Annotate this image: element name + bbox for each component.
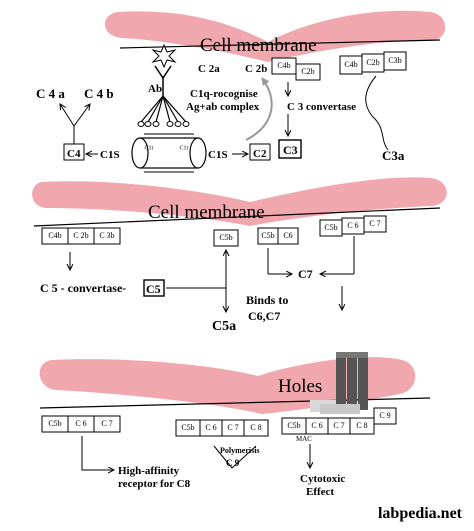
right-boxes-p3	[281, 407, 397, 435]
c2a-label: C 2a	[198, 63, 220, 75]
c4a-label: C 4 a	[36, 86, 65, 101]
c7-box-p2c-label: C 7	[369, 219, 380, 228]
c3b-box-label: C3b	[388, 56, 401, 65]
right-box-label-2: C 7	[333, 421, 344, 430]
c4b-free-label: C 4 b	[84, 86, 114, 101]
c6-box-p2c-label: C 6	[347, 221, 358, 230]
mid-box-label-1: C 6	[205, 423, 216, 432]
c3b-box-p2-label: C 3b	[99, 231, 114, 240]
polymerisis-chevron	[213, 445, 257, 469]
c1s-left-label: C1S	[100, 149, 120, 161]
c9-poly-label: C 9	[226, 458, 240, 468]
mid-box-label-0: C5b	[181, 423, 194, 432]
high-affinity-label-2: receptor for C8	[118, 478, 191, 490]
c2-cleavage-arrow	[245, 77, 273, 141]
left-box-label-1: C 6	[75, 419, 86, 428]
c5b-box-p2b-label: C5b	[261, 231, 274, 240]
site-watermark: labpedia.net	[368, 503, 472, 525]
cytotoxic-label-2: Effect	[306, 486, 334, 498]
c7-free-label: C7	[298, 267, 313, 281]
c1q-recognise-label: C1q-rocognise	[190, 88, 258, 100]
c2b-label: C 2b	[245, 63, 267, 75]
membrane-band-2	[32, 177, 447, 226]
holes-label: Holes	[278, 376, 322, 397]
c4-box-label: C4	[67, 148, 81, 160]
c3a-curve	[365, 75, 389, 151]
c5b-box-p2	[213, 229, 239, 247]
ag-ab-complex-label: Ag+ab complex	[186, 101, 260, 113]
mac-pore	[310, 352, 368, 414]
c2b-box-1-label: C2b	[301, 67, 314, 76]
c4b-box-p2-label: C4b	[48, 231, 61, 240]
c1q-heads	[137, 121, 190, 127]
left-boxes-p3	[41, 415, 121, 433]
c3-convertase-label: C 3 convertase	[287, 101, 356, 113]
c1r-label-right: C1r	[180, 145, 189, 151]
cytotoxic-label-1: Cytotoxic	[300, 473, 345, 485]
c2-box-label: C2	[253, 148, 267, 160]
mid-box-label-2: C 7	[227, 423, 238, 432]
mac-label: MAC	[296, 435, 312, 443]
binds-to-label-1: Binds to	[246, 293, 288, 307]
c5a-label: C5a	[212, 319, 236, 334]
membrane-band-1	[104, 10, 446, 62]
c7-box-p2c	[363, 215, 387, 233]
right-box-label-1: C 6	[311, 421, 322, 430]
right-box-label-3: C 8	[356, 421, 367, 430]
c3a-label: C3a	[382, 148, 405, 163]
mid-boxes-p3	[175, 419, 269, 437]
right-box-label-0: C5b	[287, 421, 300, 430]
left-box-label-2: C 7	[101, 419, 112, 428]
c2b-box-2-label: C2b	[366, 58, 379, 67]
mid-box-label-3: C 8	[250, 423, 261, 432]
c5-convertase-label: C 5 - convertase-	[40, 281, 126, 295]
polymerisis-label: Polymerisis	[220, 446, 260, 455]
c4b-box-2-label: C4b	[344, 60, 357, 69]
c9-box-label: C 9	[379, 411, 390, 420]
c3b-box	[383, 51, 407, 71]
c4-to-c4a-arrow	[60, 104, 75, 127]
membrane-line-1	[119, 39, 441, 49]
c2b-box-1	[295, 63, 321, 81]
cell-membrane-label-2: Cell membrane	[148, 202, 265, 223]
left-box-label-0: C5b	[48, 419, 61, 428]
c4-to-c4b-arrow	[73, 104, 90, 127]
cell-membrane-label-1: Cell membrane	[200, 35, 317, 56]
membrane-line-2	[33, 207, 441, 227]
c1r-label-left: C1r	[145, 145, 154, 151]
membrane-band-3	[39, 357, 416, 414]
c3-box	[278, 139, 302, 159]
c1-complex-cylinder	[131, 133, 207, 173]
c4b-box-1-label: C4b	[277, 61, 290, 70]
high-affinity-label-1: High-affinity	[118, 465, 180, 477]
binds-to-label-2: C6,C7	[248, 309, 280, 323]
antigen-star-icon	[151, 43, 177, 69]
ab-label: Ab	[148, 83, 162, 95]
c1q-stalks	[140, 95, 187, 123]
high-affinity-arrow	[81, 436, 114, 470]
c5-box-label: C5	[146, 282, 161, 296]
c3-box-label: C3	[283, 143, 298, 157]
c5b-box-p2c-label: C5b	[324, 223, 337, 232]
c6-box-p2	[277, 227, 299, 245]
c2-box	[249, 143, 271, 161]
c5-box	[143, 279, 165, 297]
c3b-box-p2	[93, 227, 121, 245]
c6-box-p2-label: C6	[283, 231, 292, 240]
c5b-box-p2-label: C5b	[219, 233, 232, 242]
c1s-right-label: C1S	[208, 149, 228, 161]
c2b-box-p2-label: C 2b	[73, 231, 88, 240]
antibody-icon	[154, 65, 172, 96]
